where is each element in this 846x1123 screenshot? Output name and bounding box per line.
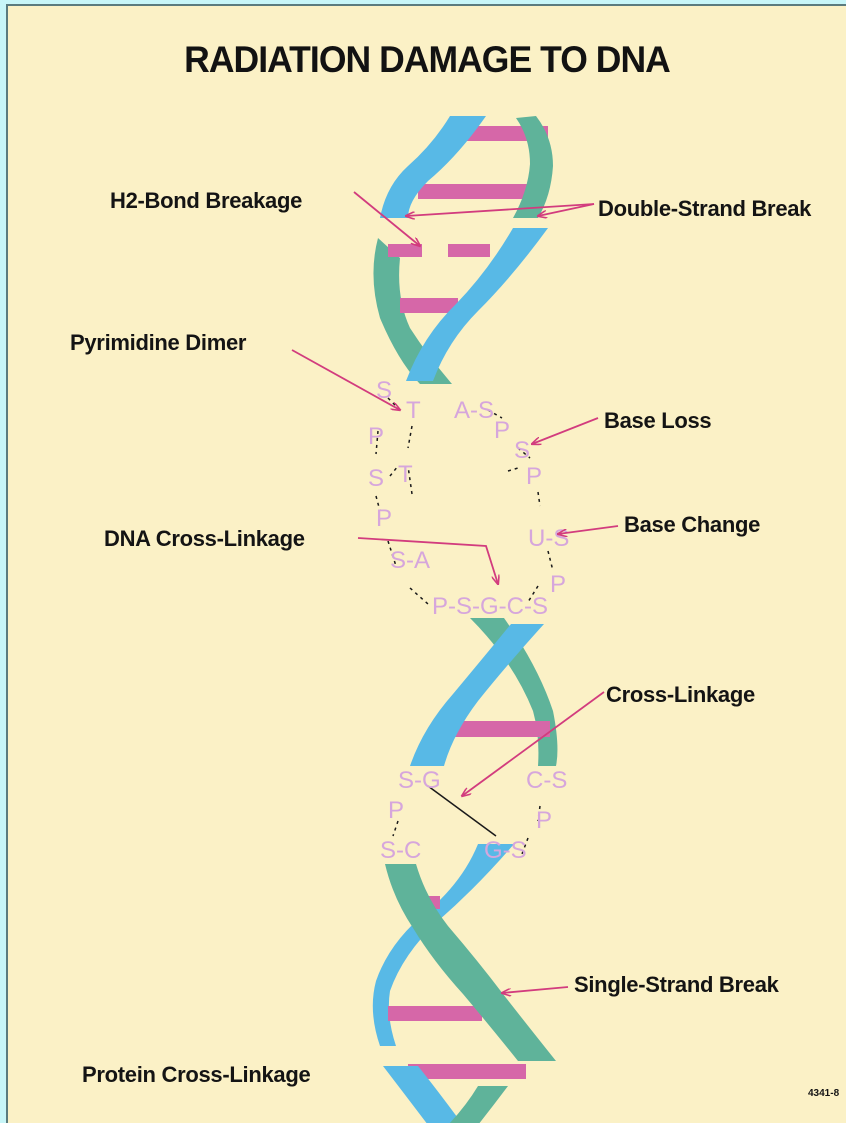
glyph: S xyxy=(368,465,384,492)
base-pair xyxy=(388,1006,482,1021)
glyph: P xyxy=(368,423,384,450)
base-pair xyxy=(400,298,458,313)
glyph: T xyxy=(398,461,413,488)
glyph: S xyxy=(376,377,392,404)
glyph: P xyxy=(376,505,392,532)
glyph: G-S xyxy=(484,837,527,864)
glyph: P xyxy=(536,807,552,834)
glyph: C-S xyxy=(526,767,567,794)
glyph: T xyxy=(406,397,421,424)
glyph: P-S-G-C-S xyxy=(432,593,548,620)
base-pair xyxy=(418,184,536,199)
glyph: P xyxy=(388,797,404,824)
glyph: P xyxy=(550,571,566,598)
label-protein-cross-linkage: Protein Cross-Linkage xyxy=(82,1062,310,1088)
diagram-panel: RADIATION DAMAGE TO DNA xyxy=(6,4,846,1123)
glyph: S-G xyxy=(398,767,441,794)
label-base-change: Base Change xyxy=(624,512,760,538)
arrow-base-loss xyxy=(532,418,598,444)
label-cross-linkage: Cross-Linkage xyxy=(606,682,755,708)
dna-strand-blue xyxy=(410,624,544,766)
dna-strand-green xyxy=(448,1086,508,1123)
glyph: P xyxy=(526,463,542,490)
label-pyrimidine-dimer: Pyrimidine Dimer xyxy=(70,330,246,356)
base-pair xyxy=(388,244,422,257)
label-base-loss: Base Loss xyxy=(604,408,711,434)
label-h2-bond-breakage: H2-Bond Breakage xyxy=(110,188,302,214)
glyph: S-A xyxy=(390,547,430,574)
base-pair xyxy=(448,244,490,257)
dna-illustration: S T A-S P P S S T P P U-S S-A P-S-G-C-S … xyxy=(8,6,846,1123)
arrow-single-strand-break xyxy=(502,987,568,993)
glyph: S-C xyxy=(380,837,421,864)
glyph: S xyxy=(514,437,530,464)
glyph: P xyxy=(494,417,510,444)
label-single-strand-break: Single-Strand Break xyxy=(574,972,779,998)
dna-strand-blue xyxy=(380,116,486,218)
figure-code: 4341-8 xyxy=(808,1088,839,1099)
label-dna-cross-linkage: DNA Cross-Linkage xyxy=(104,526,305,552)
dna-strand-green xyxy=(385,864,556,1061)
glyph: A-S xyxy=(454,397,494,424)
label-double-strand-break: Double-Strand Break xyxy=(598,196,811,222)
glyph: U-S xyxy=(528,525,569,552)
